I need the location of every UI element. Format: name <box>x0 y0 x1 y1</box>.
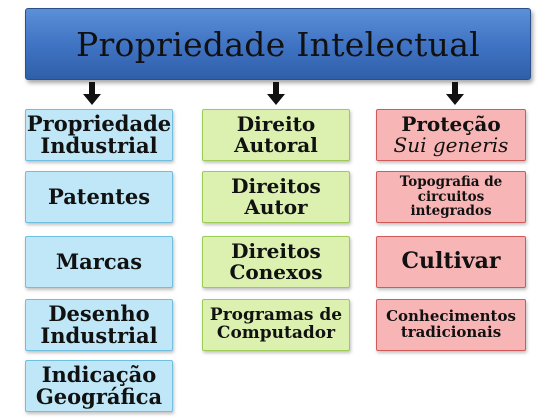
box-label-line: Geográfica <box>35 384 163 409</box>
box-label-line: Conhecimentos <box>386 307 516 326</box>
box-label-line: tradicionais <box>400 323 502 341</box>
box-label-line: Direitos <box>231 174 321 198</box>
box-label-line: integrados <box>410 203 492 220</box>
box-label-line: Conexos <box>229 260 323 284</box>
box-direitos-conexos: Direitos Conexos <box>202 236 350 288</box>
arrow-down-icon <box>446 82 464 105</box>
box-label-line: Industrial <box>40 323 158 348</box>
box-label-line: Cultivar <box>401 248 501 275</box>
box-patentes: Patentes <box>25 171 173 223</box>
box-indicacao-geografica: Indicação Geográfica <box>25 360 173 412</box>
box-label-line: circuitos <box>417 188 485 205</box>
box-propriedade-industrial: Propriedade Industrial <box>25 109 173 161</box>
box-label-line: Direitos <box>231 239 321 263</box>
box-topografia-de-circuitos-integrados: Topografia de circuitos integrados <box>376 171 526 223</box>
arrow-down-icon <box>267 82 285 105</box>
box-label-line-italic: Sui generis <box>393 133 509 157</box>
box-label-line: Propriedade <box>26 110 172 136</box>
box-marcas: Marcas <box>25 236 173 288</box>
box-label-line: Autoral <box>234 133 318 157</box>
box-label-line: Programas de <box>209 305 343 326</box>
box-programas-de-computador: Programas de Computador <box>202 299 350 351</box>
box-label-line: Marcas <box>55 248 143 274</box>
box-direitos-autor: Direitos Autor <box>202 171 350 223</box>
title-text: Propriedade Intelectual <box>75 24 481 64</box>
title-banner: Propriedade Intelectual <box>25 8 531 80</box>
box-label-line: Indicação <box>41 361 157 387</box>
box-label-line: Industrial <box>40 133 158 158</box>
box-desenho-industrial: Desenho Industrial <box>25 299 173 351</box>
box-protecao-sui-generis: Proteção Sui generis <box>376 109 526 161</box>
box-conhecimentos-tradicionais: Conhecimentos tradicionais <box>376 299 526 351</box>
box-label-line: Topografia de <box>399 174 503 191</box>
box-label-line: Proteção <box>401 112 501 136</box>
box-label-line: Patentes <box>47 183 151 209</box>
box-label-line: Computador <box>216 323 336 343</box>
box-label-line: Desenho <box>48 300 150 326</box>
box-label-line: Autor <box>244 195 308 219</box>
box-cultivar: Cultivar <box>376 236 526 288</box>
box-direito-autoral: Direito Autoral <box>202 109 350 161</box>
arrow-down-icon <box>83 82 101 105</box>
box-label-line: Direito <box>236 112 316 136</box>
